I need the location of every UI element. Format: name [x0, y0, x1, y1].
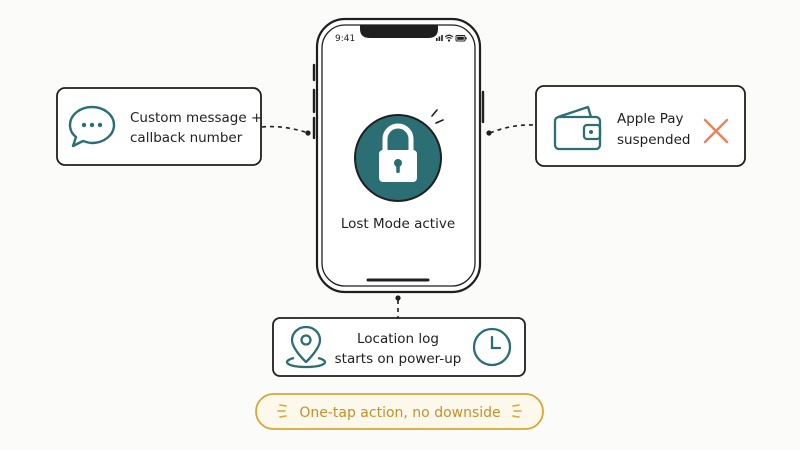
spark-lines [431, 109, 444, 124]
callout-wallet-line1: Apple Pay [617, 111, 684, 127]
callout-wallet: Apple Pay suspended [535, 85, 746, 167]
connector-dot-wallet [486, 130, 492, 136]
callout-location-line2: starts on power-up [335, 351, 462, 367]
callout-location-line1: Location log [357, 331, 439, 347]
location-pin-icon [285, 325, 327, 369]
callout-location-box [272, 317, 526, 377]
connector-dot-message [305, 130, 311, 136]
callout-message-line1: Custom message + [130, 110, 262, 126]
tagline-pill: One-tap action, no downside [255, 393, 544, 430]
connector-dot-location [395, 295, 401, 301]
phone: 9:41 Lost Mode active [312, 17, 485, 294]
callout-message-line2: callback number [130, 130, 243, 146]
sparkle-icon-left [277, 404, 287, 418]
sparkle-icon-right [512, 404, 522, 418]
connector-wallet [489, 124, 536, 134]
wallet-icon [553, 105, 602, 151]
status-time: 9:41 [335, 34, 355, 44]
lock-shackle [382, 123, 414, 155]
clock-icon [472, 327, 512, 367]
callout-message-box [56, 87, 262, 166]
callout-message: Custom message + callback number [56, 87, 262, 166]
connectors [261, 124, 536, 318]
battery-icon [455, 35, 467, 42]
phone-notch [360, 25, 438, 38]
x-mark-icon [703, 118, 729, 144]
tagline-text: One-tap action, no downside [299, 405, 500, 421]
callout-wallet-line2: suspended [617, 132, 691, 148]
callout-location: Location log starts on power-up [272, 317, 526, 377]
connector-message [261, 125, 309, 134]
chat-bubble-icon [68, 105, 116, 148]
wifi-icon [444, 34, 454, 42]
lock-badge [354, 114, 442, 202]
tagline-pill-box [255, 393, 544, 430]
signal-icon [436, 35, 443, 41]
screen-label: Lost Mode active [341, 216, 455, 232]
